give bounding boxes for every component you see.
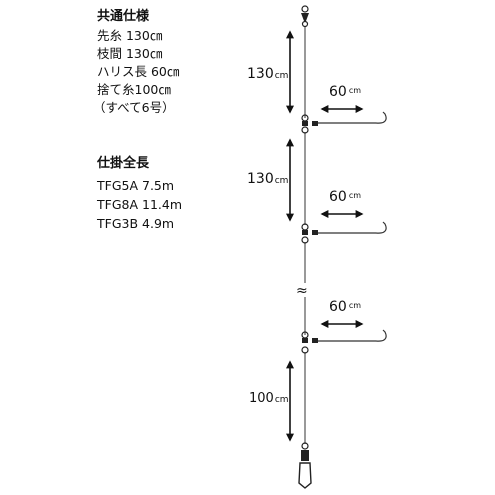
branch-swivel-1 xyxy=(301,114,318,134)
branch-gap-label: 130cm xyxy=(247,171,288,187)
line-break-mark: ≈ xyxy=(296,283,308,299)
spec-leader-length: ハリス長 60㎝ xyxy=(97,64,180,79)
total-length-heading: 仕掛全長 xyxy=(97,156,150,171)
common-spec-heading: 共通仕様 xyxy=(97,9,150,24)
sinker-line-label: 100cm xyxy=(249,391,289,406)
total-length-tfg8a: TFG8A 11.4m xyxy=(97,197,182,212)
spec-branch-gap: 枝間 130㎝ xyxy=(97,46,163,61)
leader-hook-2 xyxy=(318,221,387,234)
spec-sinker-line: 捨て糸100㎝ xyxy=(97,82,171,97)
leader-hook-3 xyxy=(318,329,387,342)
lead-length-label: 130cm xyxy=(247,66,288,82)
spec-line-size-note: （すべて6号） xyxy=(93,100,175,115)
spec-lead-line: 先糸 130㎝ xyxy=(97,28,163,43)
branch-swivel-3 xyxy=(301,331,318,354)
total-length-tfg5a: TFG5A 7.5m xyxy=(97,178,175,193)
branch-swivel-2 xyxy=(301,223,318,244)
total-length-tfg3b: TFG3B 4.9m xyxy=(97,216,175,231)
top-swivel xyxy=(301,5,309,28)
leader-hook-1 xyxy=(318,111,387,124)
bottom-snap-swivel xyxy=(298,442,312,489)
